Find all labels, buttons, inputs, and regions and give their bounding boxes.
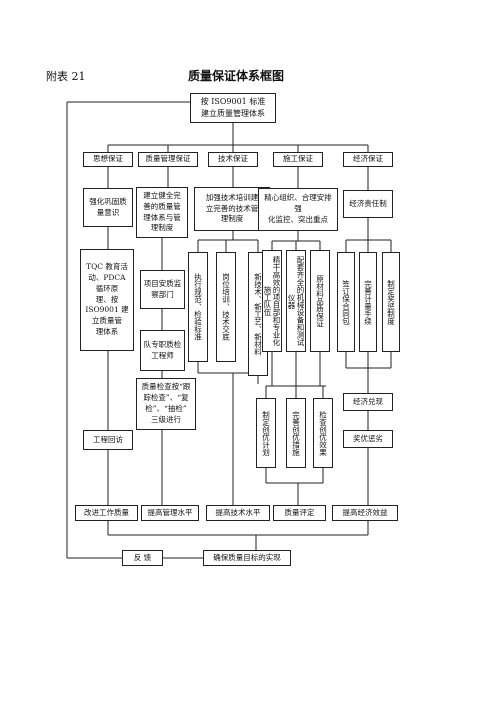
cat-economy: 经济保证 (343, 152, 393, 167)
box-training: 岗位培训、技术交底 (216, 252, 236, 362)
box-inspector: 队专职质检 工程师 (140, 330, 185, 371)
box-spec: 执行规范、检验标准 (188, 252, 208, 362)
box-return-visit: 工程回访 (83, 430, 133, 450)
box-measures: 完善创优措施 (286, 398, 306, 468)
box-tqc: TQC 教育活 动、PDCA 循环原 理、按 ISO9001 建 立质量管 理体… (80, 249, 134, 351)
top-box: 按 ISO9001 标准 建立质量管理体系 (190, 93, 276, 123)
box-three-level-check: 质量检查按“跟 踪检查”、“复 检”、“抽检” 三级进行 (136, 378, 196, 430)
feedback-box: 反 馈 (122, 550, 163, 566)
cat-technology: 技术保证 (208, 152, 258, 167)
cat-thought: 思想保证 (83, 152, 133, 167)
box-cash: 经济兑现 (343, 393, 393, 411)
box-metering: 完善计量手续 (359, 252, 377, 352)
box-materials: 原材料品质保证 (310, 250, 330, 352)
bottom-management: 提高管理水平 (141, 505, 199, 521)
cat-construction: 施工保证 (273, 152, 323, 167)
box-team: 精干高效的项目部和专业化施工队伍 (262, 250, 282, 352)
cat-management: 质量管理保证 (138, 152, 198, 167)
appendix-label: 附表 21 (46, 70, 86, 83)
box-plan: 制定创优计划 (256, 398, 276, 468)
box-awareness: 强化巩固质 量意识 (83, 188, 133, 227)
box-tech-training: 加强技术培训建 立完善的技术管 理制度 (194, 187, 270, 231)
bottom-quality-eval: 质量评定 (273, 505, 326, 521)
box-eco-responsibility: 经济责任制 (343, 190, 393, 218)
bottom-technology: 提高技术水平 (206, 505, 270, 521)
box-quality-system: 建立健全完 善的质量管 理体系与管 理制度 (136, 187, 188, 238)
box-effect: 检查创优效果 (313, 398, 333, 468)
page-title: 质量保证体系框图 (188, 69, 285, 83)
box-reward-punish: 奖优惩劣 (343, 430, 393, 448)
box-equipment: 配套齐全的机械设备和测试仪器 (286, 250, 306, 352)
bottom-improve-work: 改进工作质量 (75, 505, 138, 521)
box-reward: 制定奖惩制度 (382, 252, 400, 352)
box-inspection-dept: 项目安质监 察部门 (140, 270, 185, 309)
bottom-economy: 提高经济效益 (332, 505, 398, 521)
box-organize: 精心组织、合理安排强 化监控、突出重点 (258, 188, 338, 231)
box-contract: 签订保合同包 (337, 252, 355, 352)
goal-box: 确保质量目标的实现 (203, 550, 291, 566)
